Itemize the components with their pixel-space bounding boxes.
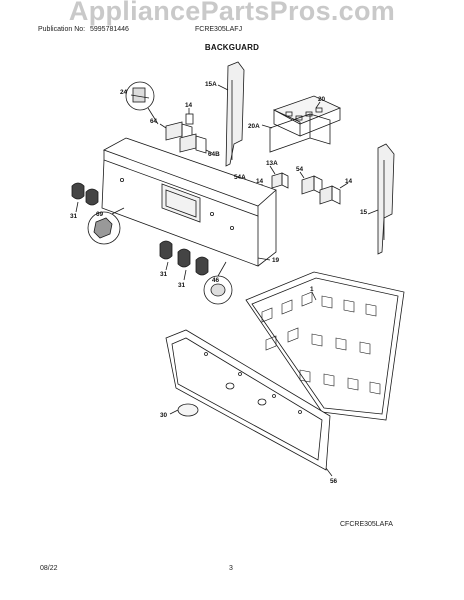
part-15a-bracket xyxy=(217,61,245,167)
section-title: BACKGUARD xyxy=(204,43,260,52)
part-54-switch xyxy=(299,171,349,205)
page-number: 3 xyxy=(229,565,233,572)
part-30-plug xyxy=(169,403,199,417)
part-13a-switch xyxy=(269,165,289,189)
callout-label: 64B xyxy=(208,151,220,158)
part-15-bracket xyxy=(367,143,395,255)
part-19-backguard-panel xyxy=(101,137,277,267)
callout-label: 19 xyxy=(272,257,280,264)
callout-label: 24 xyxy=(120,89,128,96)
callout-label: 31 xyxy=(160,271,168,278)
part-20a-board xyxy=(261,113,331,153)
callout-label: 54A xyxy=(234,174,246,181)
part-46-detail xyxy=(203,261,233,305)
callout-label: 69 xyxy=(96,211,104,218)
watermark: AppliancePartsPros.com xyxy=(68,0,396,26)
publication-number: 5995781446 xyxy=(90,26,129,33)
part-69-detail xyxy=(87,207,125,245)
callout-labels: 24 14 64 64B 15A 20 20A 13A 54 54A 14 14… xyxy=(70,81,368,485)
part-56-lower-panel xyxy=(165,329,333,477)
callout-label: 15 xyxy=(360,209,368,216)
callout-label: 46 xyxy=(212,277,220,284)
footer-date: 08/22 xyxy=(40,565,58,572)
callout-label: 14 xyxy=(256,178,264,185)
model-code: CFCRE305LAFA xyxy=(340,521,393,528)
part-1-back-panel xyxy=(245,271,405,421)
callout-label: 1 xyxy=(310,286,314,293)
part-31-knobs-left xyxy=(71,182,99,213)
part-20-board xyxy=(273,95,342,137)
callout-label: 31 xyxy=(70,213,78,220)
callout-label: 15A xyxy=(205,81,217,88)
callout-label: 13A xyxy=(266,160,278,167)
model-number: FCRE305LAFJ xyxy=(195,26,243,33)
callout-label: 20A xyxy=(248,123,260,130)
callout-label: 64 xyxy=(150,118,158,125)
publication-label: Publication No: xyxy=(38,26,86,33)
callout-label: 56 xyxy=(330,478,338,485)
callout-label: 30 xyxy=(160,412,168,419)
part-31-knobs-bottom xyxy=(159,240,209,281)
part-24-detail xyxy=(125,81,159,125)
callout-label: 20 xyxy=(318,96,326,103)
callout-label: 54 xyxy=(296,166,304,173)
part-14-clip xyxy=(185,108,194,125)
callout-label: 14 xyxy=(185,102,193,109)
part-64-switch xyxy=(159,121,213,154)
callout-label: 14 xyxy=(345,178,353,185)
callout-label: 31 xyxy=(178,282,186,289)
